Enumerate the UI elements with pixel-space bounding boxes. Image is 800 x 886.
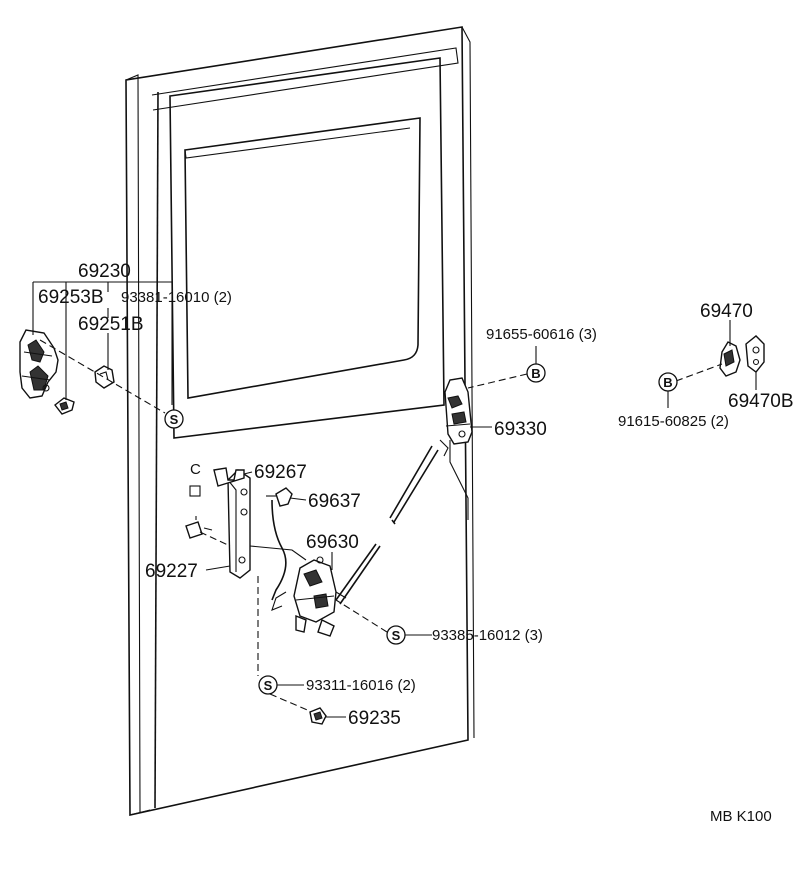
label-69251b: 69251B <box>78 314 144 335</box>
door-lock-69630 <box>271 556 347 637</box>
svg-text:C: C <box>190 461 201 478</box>
small-clip-c: C <box>190 461 201 478</box>
svg-text:B: B <box>531 366 540 381</box>
dash-screw-to-lock <box>335 599 388 633</box>
svg-text:S: S <box>264 678 273 693</box>
small-connector-f <box>185 516 213 539</box>
door-panel <box>125 26 475 816</box>
lock-bracket-69227 <box>227 469 251 579</box>
handle-gasket-69253b <box>54 397 75 415</box>
label-93381-16010: 93381-16010 (2) <box>121 289 232 306</box>
clip-69267 <box>213 467 245 487</box>
label-69253b: 69253B <box>38 287 104 308</box>
label-69470: 69470 <box>700 301 753 322</box>
svg-text:B: B <box>663 375 672 390</box>
striker-69470 <box>719 341 741 377</box>
leader-lines <box>205 320 757 718</box>
lock-cable <box>271 499 287 601</box>
label-69470b: 69470B <box>728 391 794 412</box>
label-69637: 69637 <box>308 491 361 512</box>
lock-cable-2 <box>249 545 307 561</box>
svg-text:S: S <box>392 628 401 643</box>
callout-bracket-69230 <box>32 281 173 405</box>
svg-text:S: S <box>170 412 179 427</box>
lock-rods <box>335 445 439 605</box>
label-93385-16012: 93385-16012 (3) <box>432 627 543 644</box>
bolt-symbol-91615: B <box>658 372 678 392</box>
dash-bolt-to-striker <box>675 363 723 382</box>
screw-symbol-93381: S <box>164 409 184 429</box>
label-93311-16016: 93311-16016 (2) <box>306 677 416 694</box>
dash-bolt-to-hinge <box>467 373 528 389</box>
label-69227: 69227 <box>145 561 198 582</box>
clip-69235 <box>309 707 327 725</box>
label-69230: 69230 <box>78 261 131 282</box>
dash-connector-to-bracket <box>199 531 231 547</box>
label-91615-60825: 91615-60825 (2) <box>618 413 729 430</box>
handle-pad-69251b <box>94 365 115 389</box>
label-69330: 69330 <box>494 419 547 440</box>
bolt-symbol-91655: B <box>526 363 546 383</box>
door-inner-step <box>449 440 469 520</box>
diagram-code: MB K100 <box>710 808 772 825</box>
small-square-part <box>189 485 201 497</box>
label-69630: 69630 <box>306 532 359 553</box>
hinge-69330 <box>439 377 473 457</box>
door-window-opening <box>169 57 445 439</box>
screw-symbol-93385: S <box>386 625 406 645</box>
screw-symbol-93311: S <box>258 675 278 695</box>
label-69235: 69235 <box>348 708 401 729</box>
label-69267: 69267 <box>254 462 307 483</box>
dash-screw-to-clip <box>269 693 313 713</box>
dash-handle-to-screw <box>39 339 166 414</box>
label-91655-60616: 91655-60616 (3) <box>486 326 597 343</box>
clip-69637 <box>266 487 293 507</box>
outside-handle-group <box>19 329 59 399</box>
striker-plate-69470b <box>745 335 765 373</box>
